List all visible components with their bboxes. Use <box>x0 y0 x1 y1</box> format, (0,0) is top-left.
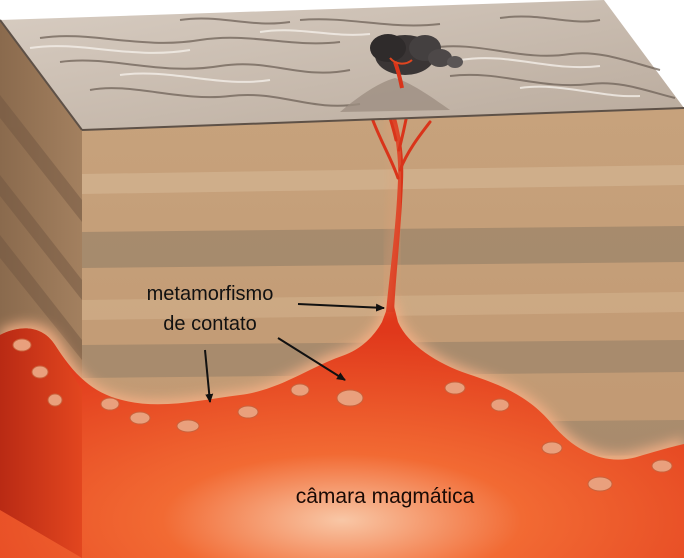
label-contact-metamorphism-line1: metamorfismo <box>147 283 274 305</box>
label-magma-chamber: câmara magmática <box>296 485 475 508</box>
label-contact-metamorphism-line2: de contato <box>163 313 256 335</box>
